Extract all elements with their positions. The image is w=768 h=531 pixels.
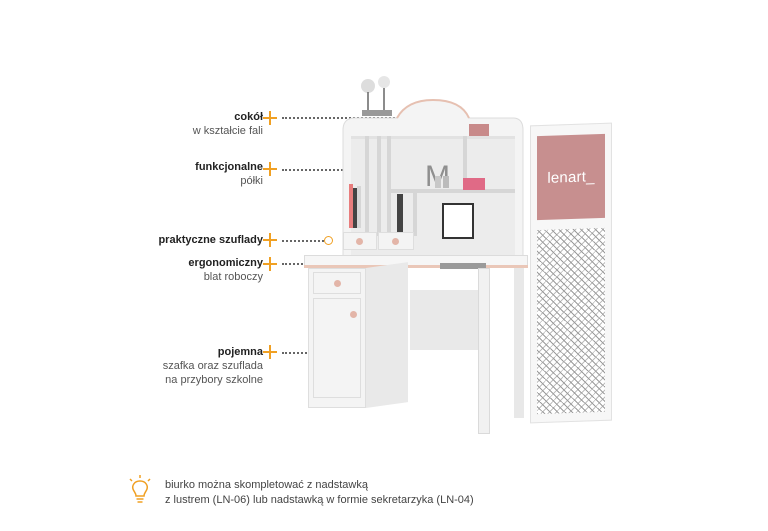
desk-leg xyxy=(478,268,490,434)
callout-title: praktyczne szuflady xyxy=(158,234,263,246)
callout-blat-text: ergonomiczny blat roboczy xyxy=(188,256,263,284)
callout-title: cokół xyxy=(234,111,263,123)
door-knob xyxy=(350,311,357,318)
plus-icon xyxy=(263,233,277,247)
small-drawer[interactable] xyxy=(343,232,377,250)
callout-title: funkcjonalne xyxy=(195,161,263,173)
callout-subtitle: blat roboczy xyxy=(203,271,263,283)
callout-subtitle: szafka oraz szuflada xyxy=(162,360,263,372)
desk-leg-back xyxy=(514,268,524,418)
callout-subtitle-2: na przybory szkolne xyxy=(165,374,263,386)
callout-cokol-text: cokół w kształcie fali xyxy=(193,110,263,138)
pedestal-door[interactable] xyxy=(313,298,361,398)
callout-subtitle: półki xyxy=(240,175,263,187)
desk-top-edge xyxy=(304,265,528,268)
dotted-leader xyxy=(282,352,330,354)
brand-logo: lenart_ xyxy=(537,133,605,221)
dotted-leader xyxy=(282,169,374,171)
drawer-knob xyxy=(356,238,363,245)
lightbulb-icon xyxy=(129,475,151,503)
hutch: M xyxy=(342,98,524,266)
plus-icon xyxy=(263,345,277,359)
footer-note-line2: z lustrem (LN-06) lub nadstawką w formie… xyxy=(165,494,474,506)
footer-note-line1: biurko można skompletować z nadstawką xyxy=(165,479,368,491)
footer-note: biurko można skompletować z nadstawką z … xyxy=(165,478,474,508)
drawer-knob xyxy=(334,280,341,287)
callout-subtitle: w kształcie fali xyxy=(192,125,263,137)
plus-icon xyxy=(263,257,277,271)
pedestal-side xyxy=(366,262,408,408)
plus-icon xyxy=(263,162,277,176)
figurine xyxy=(361,76,392,116)
pedestal-drawer[interactable] xyxy=(313,272,361,294)
plus-icon xyxy=(263,111,277,125)
small-drawer[interactable] xyxy=(378,232,414,250)
desk-back-panel xyxy=(410,290,480,350)
callout-title: pojemna xyxy=(217,346,263,358)
hotspot-marker[interactable] xyxy=(324,236,333,245)
drawer-knob xyxy=(392,238,399,245)
brand-logo-text: lenart_ xyxy=(547,167,595,187)
callout-szafka-text: pojemna szafka oraz szuflada na przybory… xyxy=(163,345,263,387)
dotted-leader xyxy=(282,240,324,242)
mirror-panel: lenart_ xyxy=(530,122,612,424)
chevron-pattern xyxy=(537,227,605,415)
laptop xyxy=(440,263,486,269)
callout-szuflady-text: praktyczne szuflady xyxy=(158,233,263,247)
callout-title: ergonomiczny xyxy=(188,257,263,269)
callout-polki-text: funkcjonalne półki xyxy=(195,160,263,188)
